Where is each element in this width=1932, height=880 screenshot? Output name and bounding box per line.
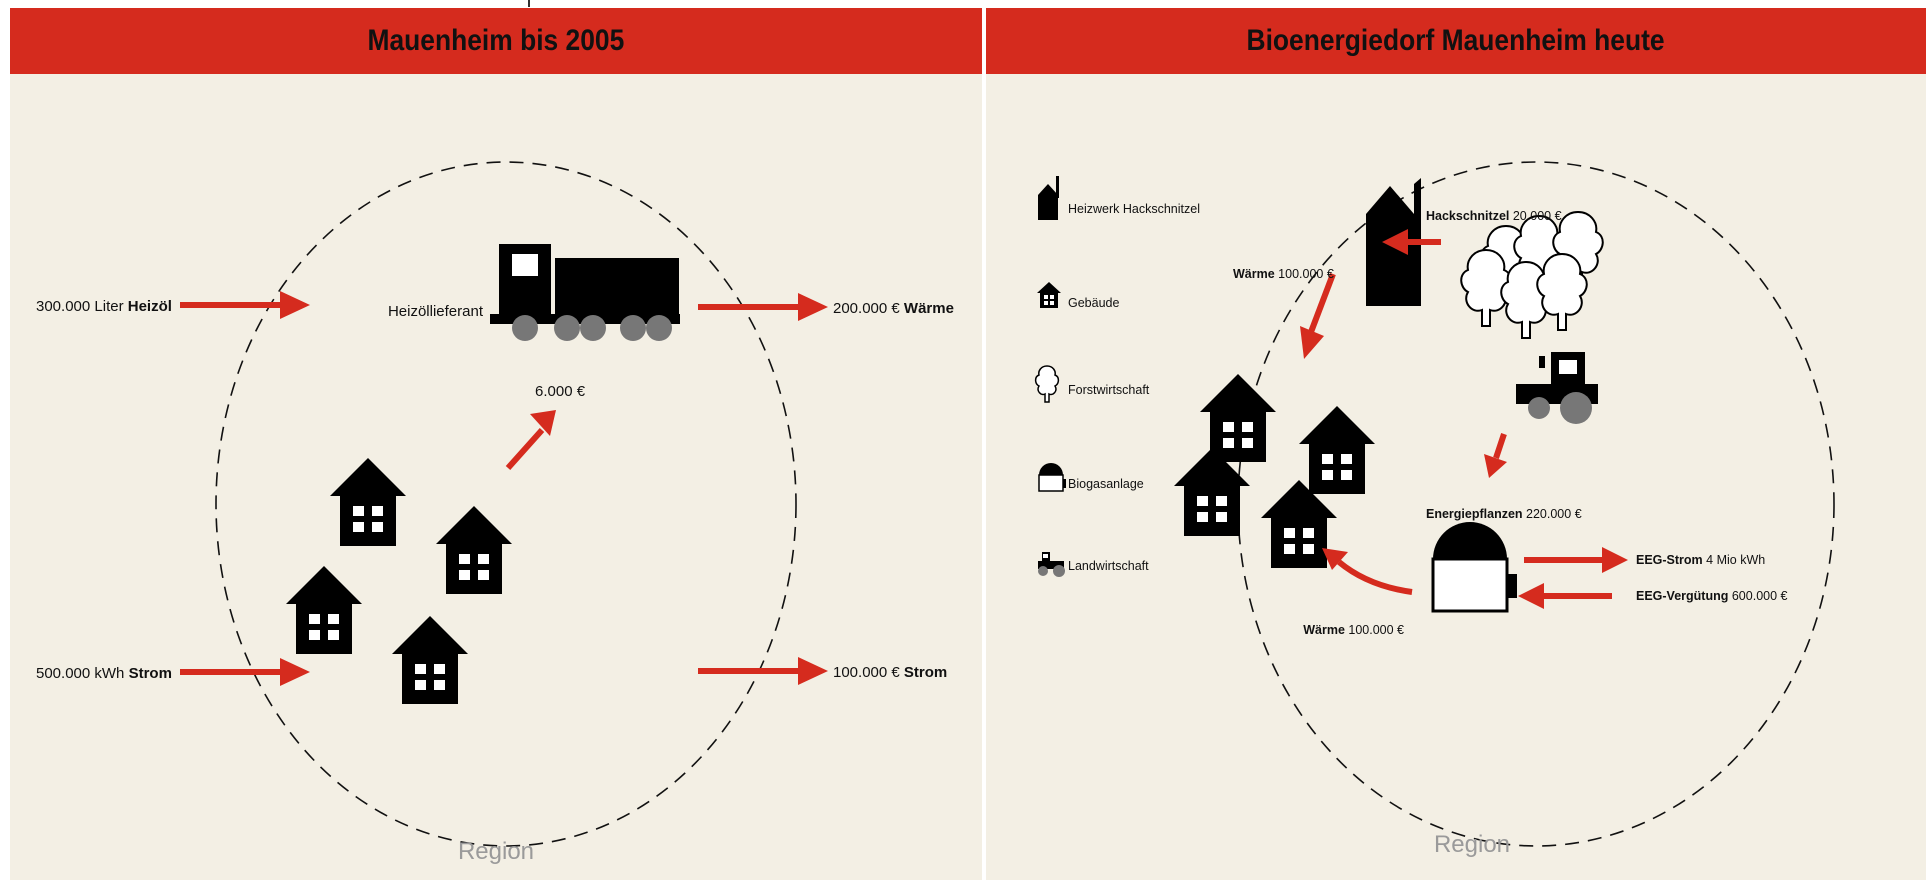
house-icon	[330, 458, 406, 546]
arrow-power-out	[698, 657, 828, 685]
house-icon	[436, 506, 512, 594]
biogas-icon	[1038, 463, 1066, 492]
label-region: Region	[458, 838, 534, 865]
left-header: Mauenheim bis 2005	[10, 8, 982, 74]
label-region: Region	[1434, 831, 1510, 858]
left-diagram: 300.000 Liter Heizöl 500.000 kWh Strom 2…	[36, 161, 954, 865]
legend-label: Biogasanlage	[1068, 477, 1144, 491]
label-chips: Hackschnitzel 20.000 €	[1426, 209, 1562, 223]
label-eeg-pay: EEG-Vergütung 600.000 €	[1636, 589, 1788, 603]
arrow-heat-bottom	[1322, 548, 1413, 595]
house-icon	[1037, 282, 1061, 308]
tractor-icon	[1516, 352, 1598, 424]
label-oil-in: 300.000 Liter Heizöl	[36, 298, 172, 315]
top-tick-mark	[528, 0, 530, 7]
legend-label: Gebäude	[1068, 296, 1119, 310]
left-title: Mauenheim bis 2005	[367, 24, 625, 57]
label-eeg-power: EEG-Strom 4 Mio kWh	[1636, 553, 1765, 567]
house-icon	[286, 566, 362, 654]
region-boundary	[1237, 161, 1835, 847]
house-icon	[392, 616, 468, 704]
label-energy-crops: Energiepflanzen 220.000 €	[1426, 507, 1582, 521]
label-truck: Heizöllieferant	[388, 303, 484, 320]
arrow-eeg-power	[1524, 547, 1628, 573]
legend-label: Forstwirtschaft	[1068, 383, 1150, 397]
truck-icon	[490, 244, 680, 341]
arrow-eeg-pay	[1518, 583, 1612, 609]
biogas-plant-icon	[1431, 522, 1517, 613]
factory-icon	[1038, 176, 1059, 220]
right-diagram: Heizwerk Hackschnitzel Gebäude Forstwirt…	[1034, 161, 1835, 858]
label-heat-out: 200.000 € Wärme	[833, 300, 954, 317]
panel-bioenergiedorf: Bioenergiedorf Mauenheim heute Heizwer	[986, 8, 1926, 880]
region-boundary	[215, 161, 797, 847]
tractor-icon	[1038, 552, 1065, 577]
tree-icon	[1034, 365, 1060, 403]
label-power-out: 100.000 € Strom	[833, 664, 947, 681]
label-heat-bottom: Wärme 100.000 €	[1303, 623, 1404, 637]
label-power-in: 500.000 kWh Strom	[36, 665, 172, 682]
label-local-value: 6.000 €	[535, 383, 586, 400]
arrow-heat-top	[1300, 272, 1336, 359]
arrow-local-value	[505, 410, 556, 471]
arrow-chips	[1382, 229, 1441, 255]
right-header: Bioenergiedorf Mauenheim heute	[986, 8, 1926, 74]
arrow-power-in	[180, 658, 310, 686]
panel-mauenheim-2005: Mauenheim bis 2005	[10, 8, 982, 880]
arrow-energy-crops	[1484, 433, 1507, 478]
label-heat-top: Wärme 100.000 €	[1233, 267, 1334, 281]
arrow-oil-in	[180, 291, 310, 319]
house-icon	[1299, 406, 1375, 494]
arrow-heat-out	[698, 293, 828, 321]
forest-icon	[1460, 211, 1604, 339]
right-title: Bioenergiedorf Mauenheim heute	[1246, 24, 1666, 57]
legend: Heizwerk Hackschnitzel Gebäude Forstwirt…	[1034, 176, 1200, 577]
legend-label: Heizwerk Hackschnitzel	[1068, 202, 1200, 216]
legend-label: Landwirtschaft	[1068, 559, 1149, 573]
